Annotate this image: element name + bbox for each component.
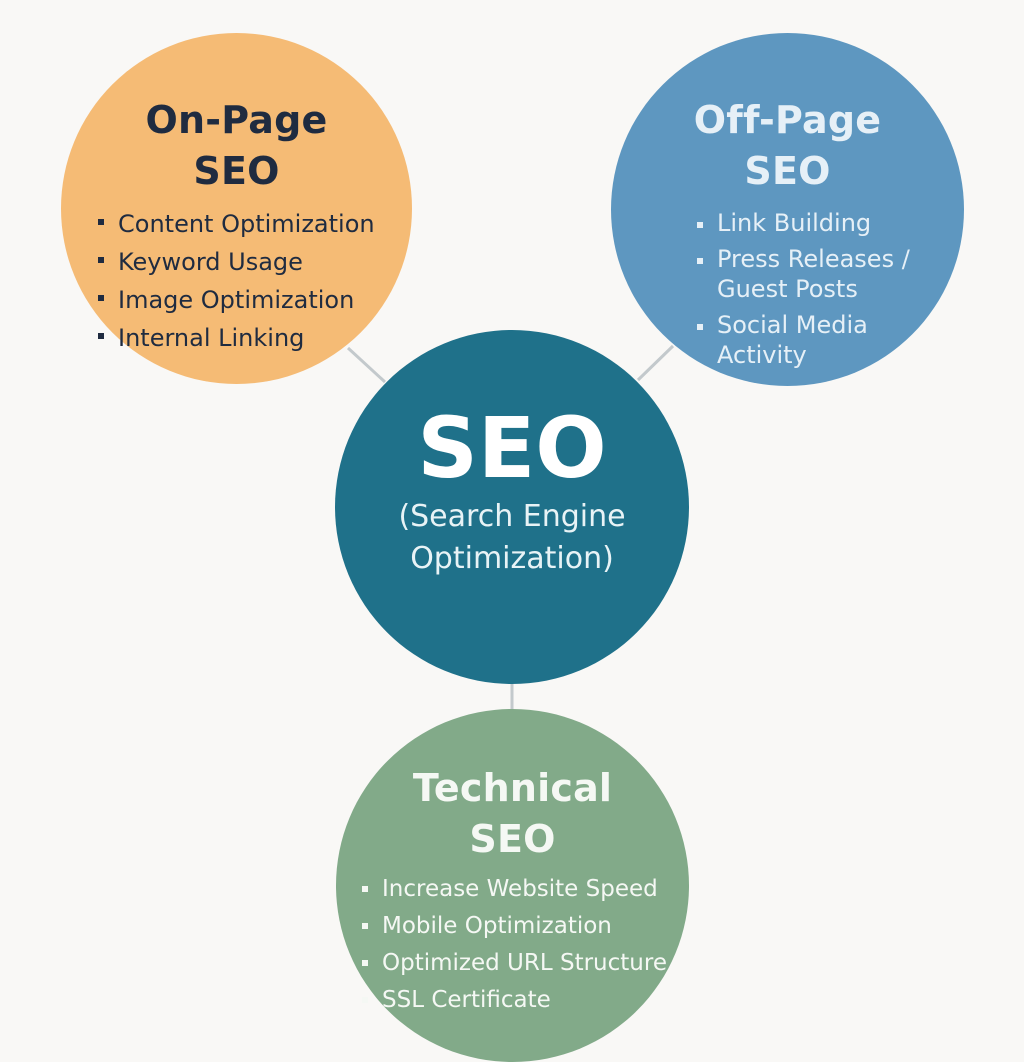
- list-item: Mobile Optimization: [362, 908, 667, 945]
- list-item-line: Activity: [717, 341, 807, 369]
- list-item: Press Releases / Guest Posts: [697, 244, 910, 304]
- technical-seo-title: Technical SEO: [336, 763, 689, 865]
- list-item: Keyword Usage: [98, 243, 375, 281]
- seo-center-title: SEO: [417, 399, 607, 497]
- technical-seo-circle: [336, 709, 689, 1062]
- list-item: Image Optimization: [98, 281, 375, 319]
- seo-center-subtitle-line1: (Search Engine: [398, 499, 626, 534]
- off-page-seo-title-line1: Off-Page: [693, 98, 882, 142]
- list-item: Increase Website Speed: [362, 871, 667, 908]
- off-page-seo-list: Link Building Press Releases / Guest Pos…: [697, 208, 910, 376]
- on-page-seo-list: Content Optimization Keyword Usage Image…: [98, 205, 375, 357]
- seo-center-circle: [335, 330, 689, 684]
- off-page-seo-title-line2: SEO: [744, 149, 831, 193]
- technical-seo-title-line1: Technical: [412, 766, 613, 810]
- connector-offpage: [636, 344, 675, 382]
- technical-seo-list: Increase Website Speed Mobile Optimizati…: [362, 871, 667, 1019]
- on-page-seo-title-line1: On-Page: [145, 98, 328, 142]
- list-item-line: Press Releases /: [717, 245, 910, 273]
- list-item: Internal Linking: [98, 319, 375, 357]
- off-page-seo-circle: [611, 33, 964, 386]
- list-item: Optimized URL Structure: [362, 945, 667, 982]
- on-page-seo-title: On-Page SEO: [61, 95, 412, 197]
- list-item: Content Optimization: [98, 205, 375, 243]
- list-item: Link Building: [697, 208, 910, 238]
- seo-center-subtitle: (Search Engine Optimization): [335, 496, 689, 580]
- technical-seo-title-line2: SEO: [469, 817, 556, 861]
- list-item-line: Social Media: [717, 311, 868, 339]
- seo-center-subtitle-line2: Optimization): [410, 541, 614, 576]
- connector-lines: [346, 344, 675, 710]
- list-item: SSL Certificate: [362, 982, 667, 1019]
- connector-onpage: [346, 346, 387, 384]
- list-item-line: Guest Posts: [717, 275, 858, 303]
- on-page-seo-title-line2: SEO: [193, 149, 280, 193]
- off-page-seo-title: Off-Page SEO: [611, 95, 964, 197]
- on-page-seo-circle: [61, 33, 412, 384]
- list-item: Social Media Activity: [697, 310, 910, 370]
